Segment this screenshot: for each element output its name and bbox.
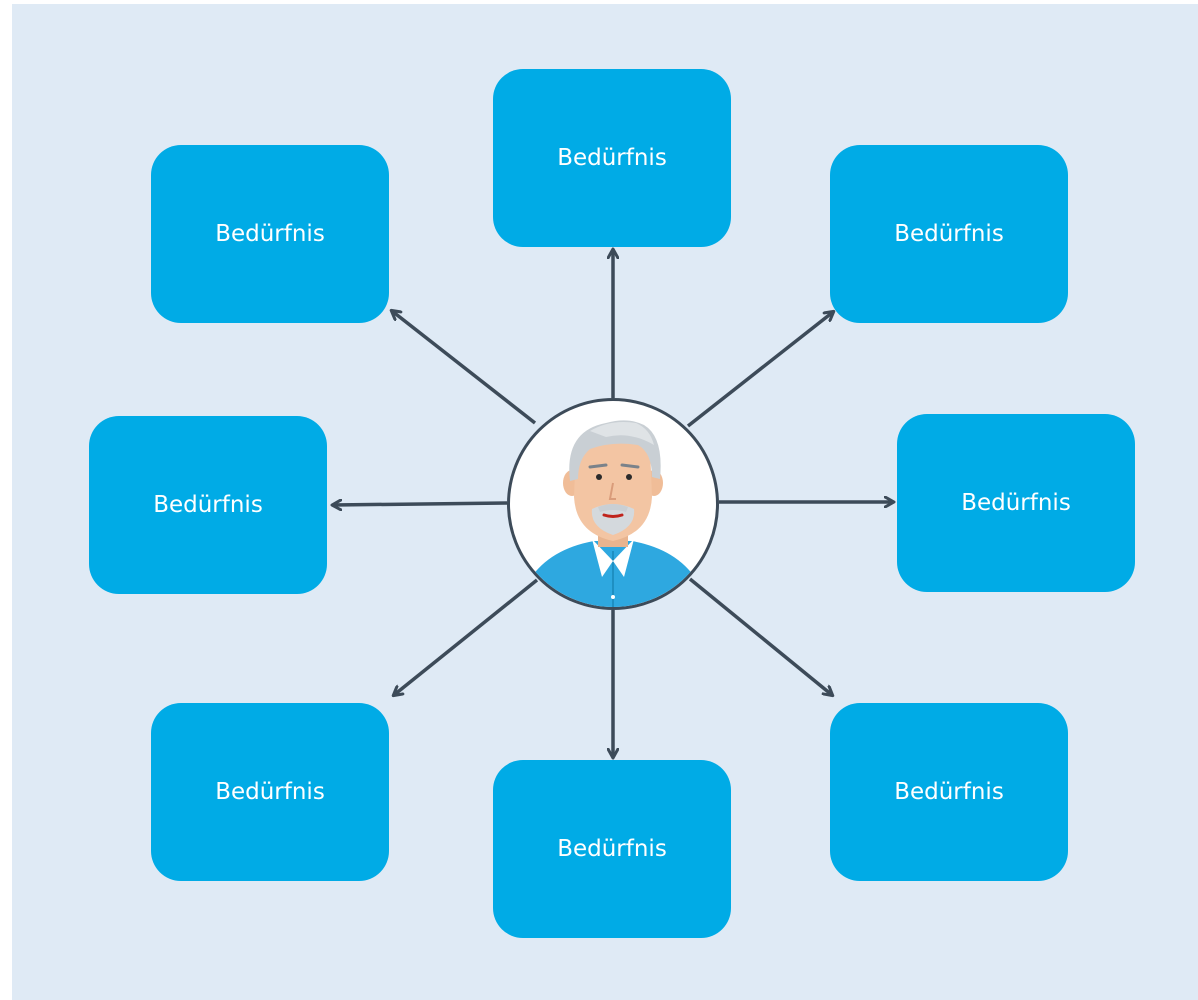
need-box-bottom-left: Bedürfnis — [151, 703, 389, 881]
need-box-bottom-right: Bedürfnis — [830, 703, 1068, 881]
need-box-top-left: Bedürfnis — [151, 145, 389, 323]
need-box-left: Bedürfnis — [89, 416, 327, 594]
elderly-man-avatar-icon — [530, 420, 696, 607]
need-label: Bedürfnis — [557, 836, 667, 862]
need-box-bottom: Bedürfnis — [493, 760, 731, 938]
need-label: Bedürfnis — [894, 221, 1004, 247]
need-label: Bedürfnis — [557, 145, 667, 171]
need-box-top: Bedürfnis — [493, 69, 731, 247]
need-box-top-right: Bedürfnis — [830, 145, 1068, 323]
need-label: Bedürfnis — [894, 779, 1004, 805]
need-label: Bedürfnis — [961, 490, 1071, 516]
person-avatar — [507, 398, 719, 610]
need-label: Bedürfnis — [215, 779, 325, 805]
need-label: Bedürfnis — [215, 221, 325, 247]
need-box-right: Bedürfnis — [897, 414, 1135, 592]
need-label: Bedürfnis — [153, 492, 263, 518]
